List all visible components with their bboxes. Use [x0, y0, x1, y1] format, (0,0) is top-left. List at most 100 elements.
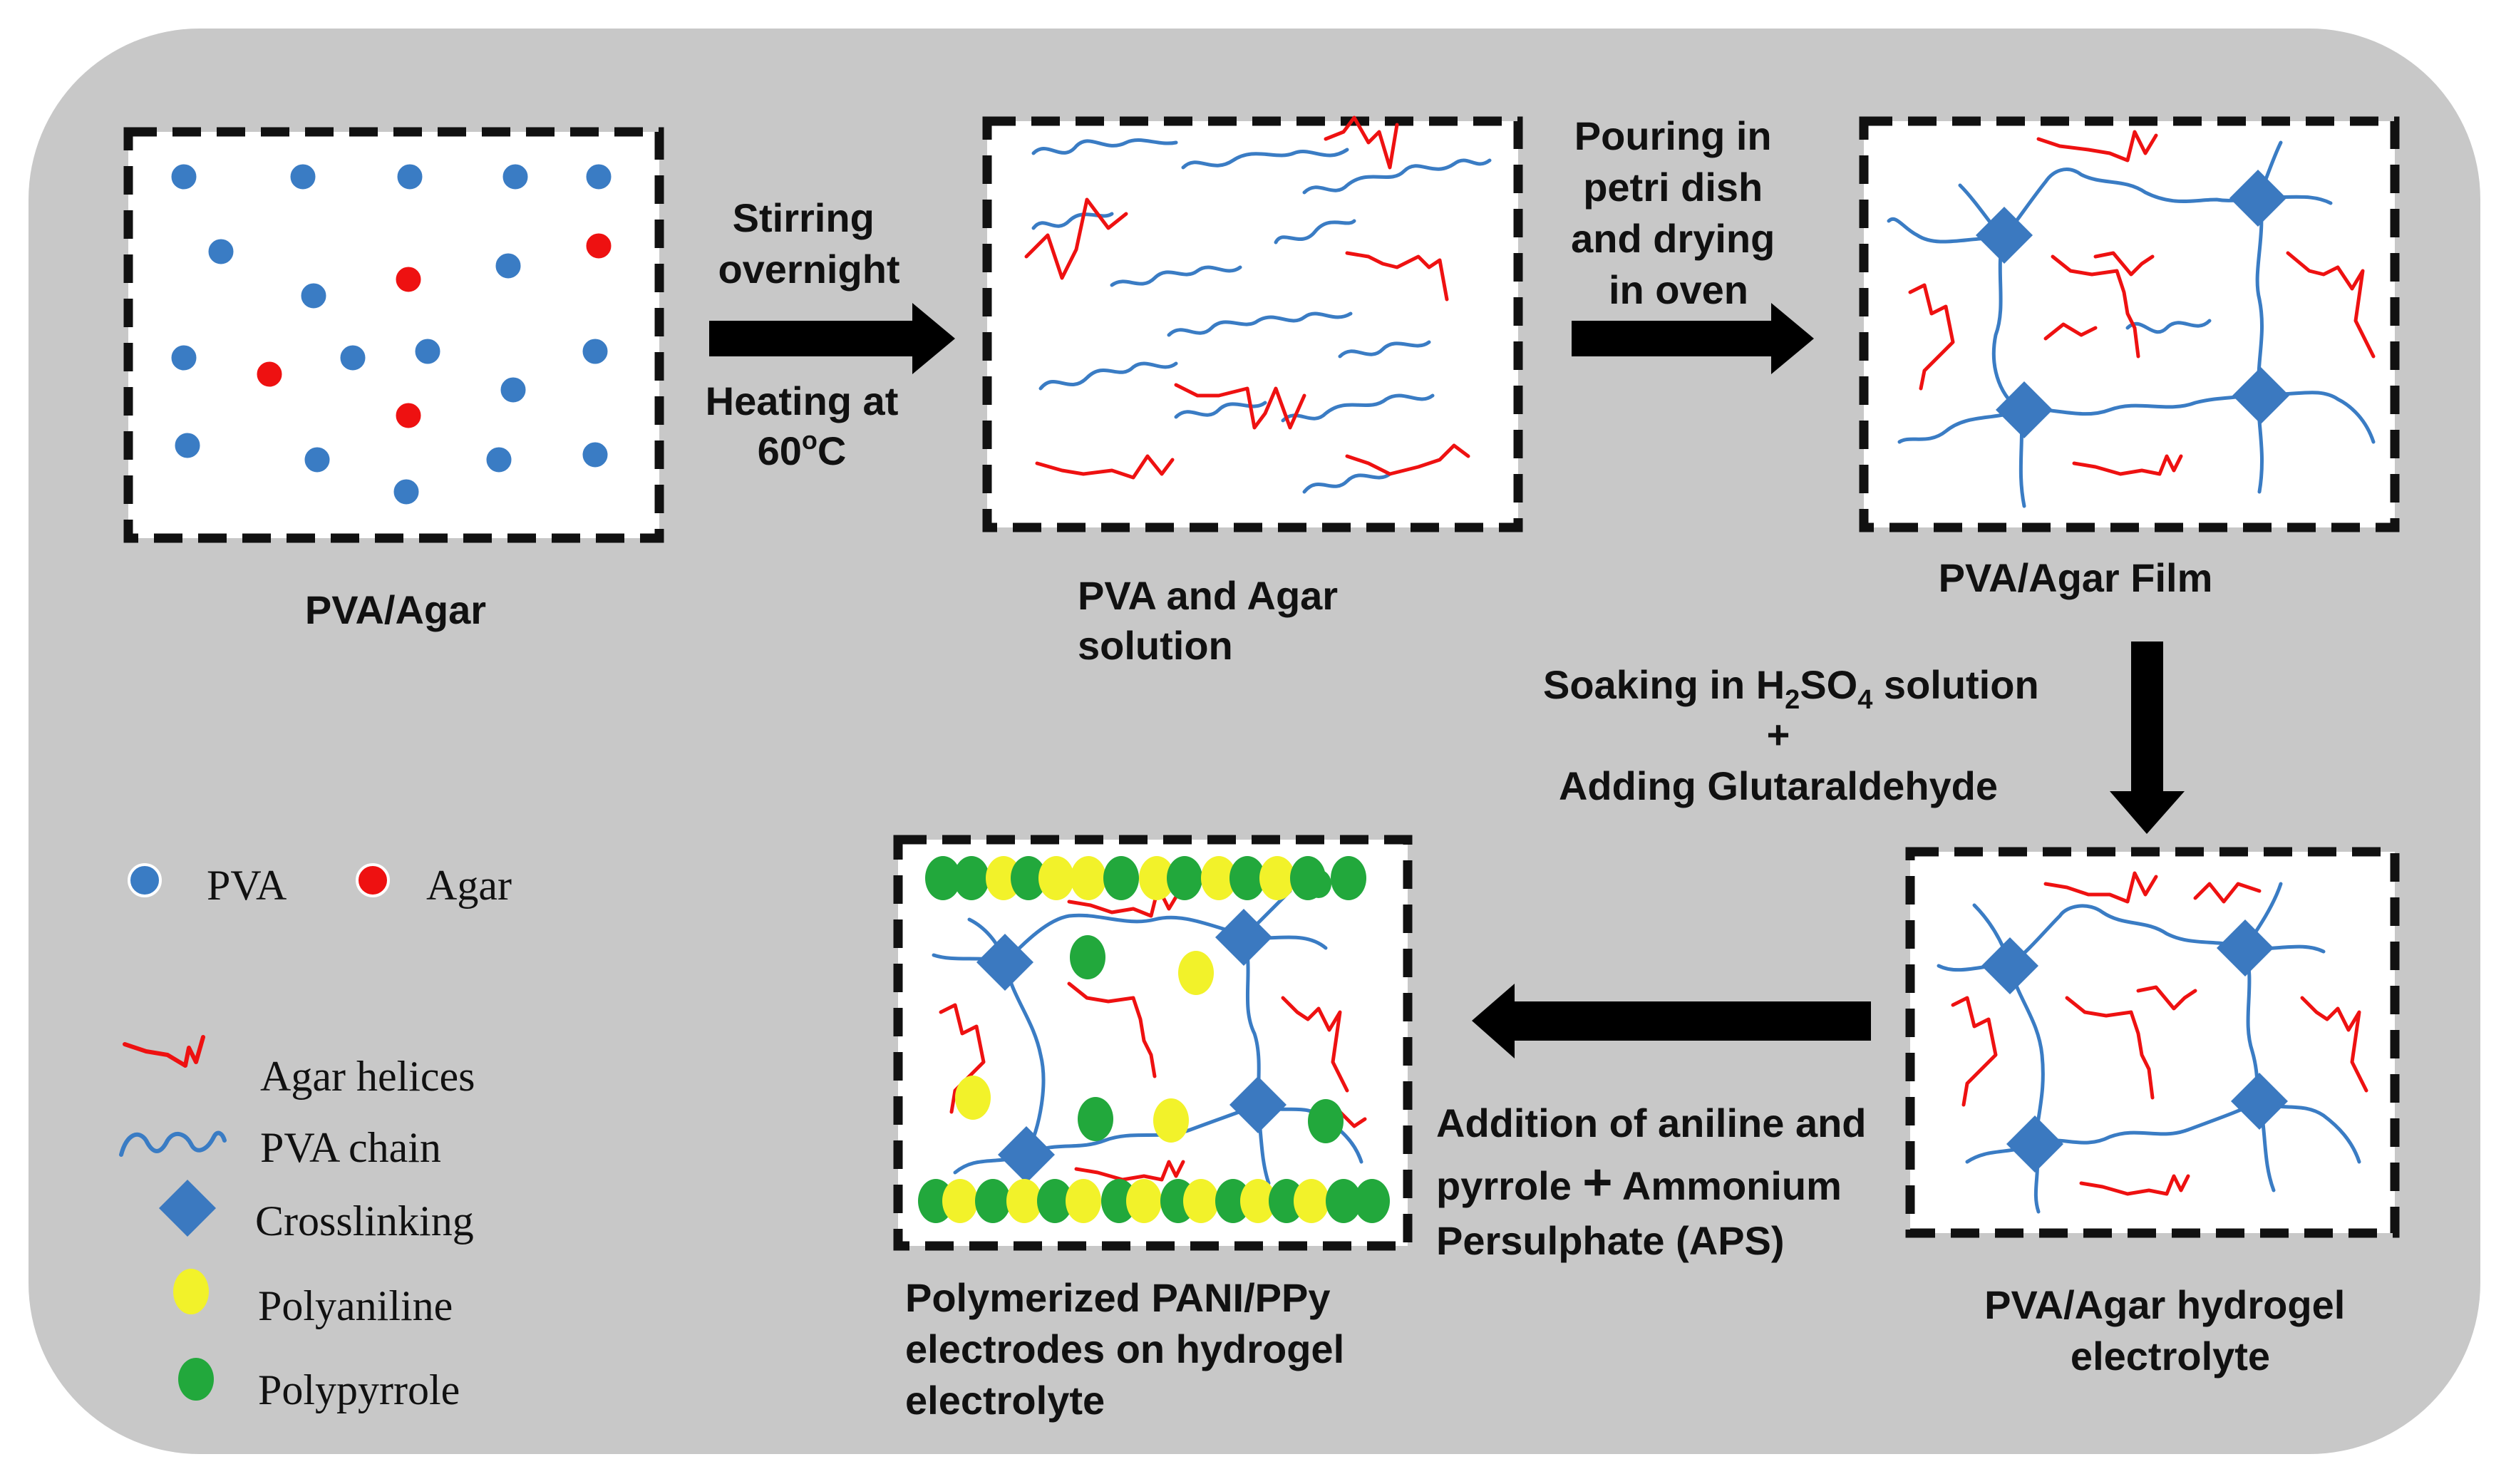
panel-label-pva-agar: PVA/Agar — [305, 587, 486, 632]
pva-chain — [1991, 237, 2023, 412]
agar-helix — [2043, 322, 2098, 341]
pva-dot — [302, 445, 332, 475]
step-soaking-sub2: 4 — [1857, 685, 1872, 715]
pva-dot — [288, 162, 318, 192]
polyaniline-particle — [1139, 856, 1175, 900]
agar-helix — [2136, 985, 2197, 1011]
step-stirring-label: Stirring overnight — [718, 195, 899, 292]
panel-label-film: PVA/Agar Film — [1939, 555, 2213, 600]
pva-dot — [413, 336, 443, 366]
agar-dot — [393, 264, 423, 294]
panel-label-hydrogel-line2: electrolyte — [2071, 1334, 2270, 1379]
panel-label-electrodes-line2: electrodes on hydrogel — [905, 1326, 1344, 1371]
agar-helix — [2093, 251, 2155, 277]
pva-chain — [2255, 194, 2264, 394]
arrow-down — [2110, 641, 2185, 834]
agar-helix — [1035, 454, 1175, 480]
agar-helix — [1074, 1160, 1185, 1182]
step-soaking-a: Soaking in H — [1543, 662, 1785, 707]
legend-agar-dot — [356, 863, 390, 897]
pva-chain — [1110, 265, 1242, 287]
polyaniline-particle — [1294, 1179, 1329, 1223]
crosslink-diamond — [976, 934, 1033, 991]
crosslink-diamond — [2229, 170, 2286, 227]
pva-chain — [1302, 472, 1392, 494]
agar-helix — [2051, 254, 2140, 359]
pva-dot — [580, 336, 610, 366]
crosslink-diamond — [998, 1126, 1055, 1183]
legend: PVA Agar Agar helices PVA chain Crosslin… — [119, 862, 512, 1413]
step-pouring-line1: Pouring in — [1574, 113, 1772, 158]
step-heating-temp-unit: C — [818, 428, 846, 473]
pva-dot — [299, 281, 329, 311]
panel-pva-agar-dots — [169, 162, 614, 507]
panel-label-hydrogel: PVA/Agar hydrogel electrolyte — [1984, 1282, 2356, 1379]
panel-hydrogel-network — [1937, 871, 2368, 1214]
polypyrrole-particle — [1037, 1179, 1073, 1223]
crosslink-diamond — [1981, 937, 2038, 994]
panel-label-electrodes-line1: Polymerized PANI/PPy — [905, 1275, 1331, 1320]
agar-helix — [1067, 981, 1157, 1078]
agar-helix — [2079, 1174, 2190, 1196]
pva-dot — [172, 431, 202, 460]
crosslink-diamond — [2232, 367, 2289, 424]
step-soaking-line3: Adding Glutaraldehyde — [1559, 763, 1998, 808]
panel-label-solution-line1: PVA and Agar — [1078, 573, 1338, 618]
polypyrrole-particle — [1229, 856, 1265, 900]
step-heating-temp-sup: o — [802, 426, 818, 455]
step-soaking-b: SO — [1800, 662, 1857, 707]
pva-chain — [1281, 393, 1435, 423]
step-heating-temp-num: 60 — [758, 428, 802, 473]
polypyrrole-particle — [954, 856, 989, 900]
agar-dot — [254, 359, 284, 389]
panel-hydrogel-box — [1905, 847, 2400, 1238]
polyaniline-particle — [986, 856, 1021, 900]
agar-helix — [2193, 882, 2262, 904]
polyaniline-particle — [955, 1076, 991, 1120]
pva-dot — [206, 237, 236, 267]
step-heating-temp: 60oC — [758, 426, 847, 473]
pva-dot — [500, 162, 530, 192]
agar-helix — [2036, 130, 2158, 163]
agar-dot — [584, 231, 614, 261]
pva-chain — [1003, 960, 1046, 1157]
crosslink-diamond — [2217, 919, 2274, 977]
polyaniline-particle — [1201, 856, 1237, 900]
legend-agar-helices-label: Agar helices — [260, 1053, 475, 1100]
step-soaking-sub1: 2 — [1785, 685, 1800, 715]
polyaniline-particle — [1240, 1179, 1276, 1223]
panel-label-solution-line2: solution — [1078, 623, 1233, 668]
agar-helix — [1024, 197, 1128, 280]
agar-helix — [1324, 115, 1399, 170]
legend-polypyrrole-label: Polypyrrole — [258, 1366, 460, 1413]
polyaniline-particle — [1038, 856, 1074, 900]
step-addition-pyrrole: pyrrole — [1436, 1163, 1582, 1208]
pva-chain — [1031, 138, 1178, 155]
panel-solution-chains — [1024, 115, 1492, 494]
arrow-left — [1472, 984, 1871, 1058]
legend-pva-label: PVA — [207, 862, 287, 909]
agar-helix — [1281, 996, 1349, 1093]
polyaniline-particle — [1183, 1179, 1219, 1223]
pva-dot — [580, 440, 610, 470]
arrow-right-1 — [709, 303, 955, 374]
legend-pva-chain-label: PVA chain — [260, 1124, 441, 1171]
step-addition-line1: Addition of aniline and — [1436, 1101, 1867, 1145]
agar-dot — [393, 401, 423, 431]
panel-label-electrodes: Polymerized PANI/PPy electrodes on hydro… — [905, 1275, 1356, 1423]
pva-dot — [395, 162, 425, 192]
polyaniline-particle — [942, 1179, 978, 1223]
panel-label-hydrogel-line1: PVA/Agar hydrogel — [1984, 1282, 2345, 1327]
polypyrrole-particle — [1308, 1099, 1344, 1143]
polypyrrole-particle — [1306, 870, 1331, 898]
panel-electrodes-network — [918, 856, 1390, 1223]
pva-chain — [1038, 361, 1178, 391]
agar-helix — [2043, 871, 2158, 904]
pva-chain — [1274, 219, 1356, 244]
agar-helix — [2065, 996, 2155, 1100]
panel-pva-agar-box — [123, 127, 664, 543]
polyaniline-particle — [1006, 1179, 1042, 1223]
polypyrrole-particle — [1354, 1179, 1390, 1223]
polypyrrole-particle — [1070, 935, 1105, 979]
